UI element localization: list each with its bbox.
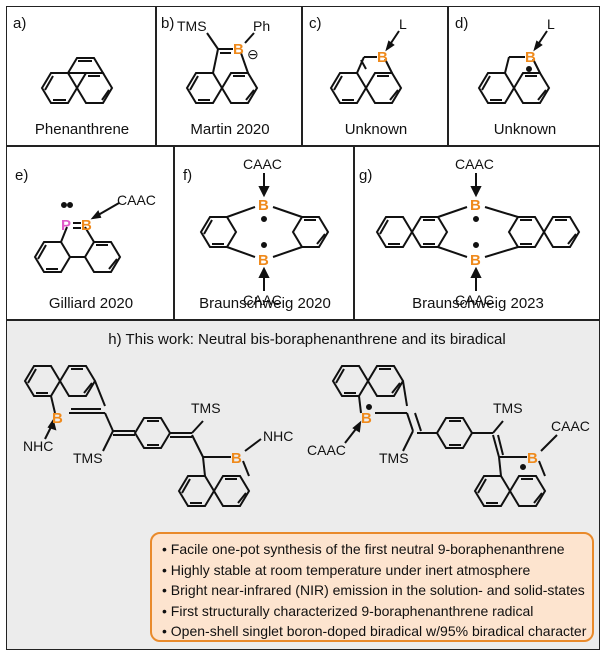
svg-text:P: P	[61, 217, 71, 234]
svg-text:TMS: TMS	[191, 400, 221, 416]
panel-d-letter: d)	[455, 15, 469, 32]
panel-e-letter: e)	[15, 167, 29, 184]
gilliard-structure: P B CAAC	[33, 192, 156, 273]
panel-a-letter: a)	[13, 15, 27, 32]
svg-text:NHC: NHC	[23, 438, 53, 454]
panel-b-letter: b)	[161, 15, 175, 32]
svg-text:B: B	[81, 217, 92, 234]
panel-b: b) B TMS Ph ⊖ Martin 2020	[156, 6, 302, 146]
panel-f: f) B B CAAC CAAC Braunschweig 2020	[174, 146, 354, 320]
svg-text:CAAC: CAAC	[455, 292, 494, 308]
caption-b: Martin 2020	[190, 121, 270, 138]
panel-f-letter: f)	[183, 167, 193, 184]
section-h-title: h) This work: Neutral bis-boraphenanthre…	[108, 331, 506, 348]
svg-text:CAAC: CAAC	[243, 292, 282, 308]
svg-text:CAAC: CAAC	[307, 442, 346, 458]
panel-c-letter: c)	[309, 15, 322, 32]
caption-g: Braunschweig 2023	[412, 295, 544, 312]
svg-text:TMS: TMS	[379, 450, 409, 466]
svg-text:B: B	[258, 197, 269, 214]
caption-c: Unknown	[344, 121, 408, 138]
svg-text:L: L	[547, 16, 555, 32]
svg-text:TMS: TMS	[73, 450, 103, 466]
panel-c: c) B L Unknown	[302, 6, 448, 146]
svg-text:B: B	[527, 450, 538, 467]
highlight-item: • Highly stable at room temperature unde…	[162, 561, 531, 578]
highlight-item: • First structurally characterized 9-bor…	[162, 602, 534, 619]
unknown-c-structure: B L	[329, 16, 407, 104]
svg-text:TMS: TMS	[493, 400, 523, 416]
caption-e: Gilliard 2020	[48, 295, 134, 312]
svg-text:Ph: Ph	[253, 18, 270, 34]
martin-structure: B TMS Ph ⊖	[177, 18, 270, 104]
svg-text:CAAC: CAAC	[455, 156, 494, 172]
braunschweig-2023-structure: B B CAAC CAAC	[375, 156, 581, 308]
phenanthrene-structure	[40, 57, 114, 104]
svg-text:B: B	[525, 49, 536, 66]
svg-text:B: B	[470, 252, 481, 269]
panel-g: g) B B CAAC CAAC Braunschweig 2023	[354, 146, 600, 320]
boron-atom-b: B	[233, 41, 244, 58]
svg-text:NHC: NHC	[263, 428, 293, 444]
highlight-item: • Open-shell singlet boron-doped biradic…	[162, 623, 587, 640]
svg-text:CAAC: CAAC	[551, 418, 590, 434]
svg-text:CAAC: CAAC	[243, 156, 282, 172]
caption-a: Phenanthrene	[34, 121, 130, 138]
svg-text:B: B	[361, 410, 372, 427]
panel-a: a) Phenanthrene	[6, 6, 156, 146]
unknown-d-structure: B L	[477, 16, 555, 104]
highlight-item: • Bright near-infrared (NIR) emission in…	[162, 582, 585, 599]
highlight-item: • Facile one-pot synthesis of the first …	[162, 541, 565, 557]
biradical-structure: B B CAAC TMS TMS CAAC	[307, 365, 590, 507]
bis-boraphenanthrene-structure: B B NHC TMS TMS NHC	[23, 365, 293, 507]
svg-text:TMS: TMS	[177, 18, 207, 34]
svg-text:B: B	[231, 450, 242, 467]
svg-text:⊖: ⊖	[247, 46, 259, 62]
caption-d: Unknown	[493, 121, 557, 138]
svg-text:B: B	[470, 197, 481, 214]
braunschweig-2020-structure: B B CAAC CAAC	[199, 156, 330, 308]
panel-g-letter: g)	[359, 167, 373, 184]
svg-text:B: B	[52, 410, 63, 427]
svg-text:L: L	[399, 16, 407, 32]
panel-e: e) P B CAAC Gilliard 2020	[6, 146, 174, 320]
panel-d: d) B L Unknown	[448, 6, 600, 146]
highlights-box: • Facile one-pot synthesis of the first …	[150, 532, 594, 642]
svg-text:B: B	[377, 49, 388, 66]
caption-f: Braunschweig 2020	[199, 295, 331, 312]
svg-text:CAAC: CAAC	[117, 192, 156, 208]
svg-text:B: B	[258, 252, 269, 269]
